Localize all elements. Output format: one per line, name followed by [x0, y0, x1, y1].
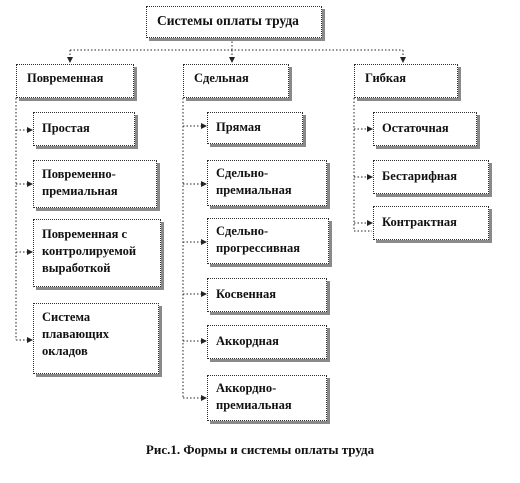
item-kontroliruemoy-vyrabotkoy: Повременная с контролируемой выработкой — [33, 219, 161, 287]
item-bestarifnaya: Бестарифная — [373, 160, 489, 194]
item-label: Система плавающих окладов — [42, 310, 110, 358]
item-label: Повременная с контролируемой выработкой — [42, 227, 137, 275]
root-label: Системы оплаты труда — [157, 13, 299, 28]
item-kontraktnaya: Контрактная — [373, 206, 489, 240]
item-label: Сдельно-прогрессивная — [216, 224, 300, 255]
item-label: Сдельно-премиальная — [216, 166, 292, 197]
item-label: Аккордная — [216, 334, 279, 348]
item-label: Бестарифная — [382, 169, 458, 183]
item-prostaya: Простая — [33, 112, 135, 146]
item-label: Контрактная — [382, 215, 457, 229]
category-label: Сдельная — [194, 71, 249, 85]
item-label: Простая — [42, 121, 90, 135]
category-povremennaya: Повременная — [16, 64, 134, 98]
item-label: Косвенная — [216, 287, 276, 301]
root-box: Системы оплаты труда — [146, 6, 322, 38]
item-akkordnaya: Аккордная — [207, 325, 327, 359]
category-gibkaya: Гибкая — [354, 64, 458, 98]
item-sdelno-premialnaya: Сдельно-премиальная — [207, 160, 327, 206]
item-label: Остаточная — [382, 121, 449, 135]
item-sdelno-progressivnaya: Сдельно-прогрессивная — [207, 218, 329, 264]
item-kosvennaya: Косвенная — [207, 278, 327, 312]
item-label: Аккордно-премиальная — [216, 381, 292, 412]
item-povremenno-premialnaya: Повременно-премиальная — [33, 160, 157, 208]
item-pryamaya: Прямая — [207, 112, 303, 144]
item-label: Повременно-премиальная — [42, 167, 118, 198]
category-label: Гибкая — [365, 71, 406, 85]
category-label: Повременная — [27, 71, 104, 85]
item-plavayushchikh-okladov: Система плавающих окладов — [33, 303, 159, 374]
figure-caption: Рис.1. Формы и системы оплаты труда — [145, 442, 375, 457]
item-label: Прямая — [216, 120, 261, 134]
category-sdelnaya: Сдельная — [183, 64, 289, 98]
item-ostatochnaya: Остаточная — [373, 112, 477, 146]
item-akkordno-premialnaya: Аккордно-премиальная — [207, 375, 327, 421]
